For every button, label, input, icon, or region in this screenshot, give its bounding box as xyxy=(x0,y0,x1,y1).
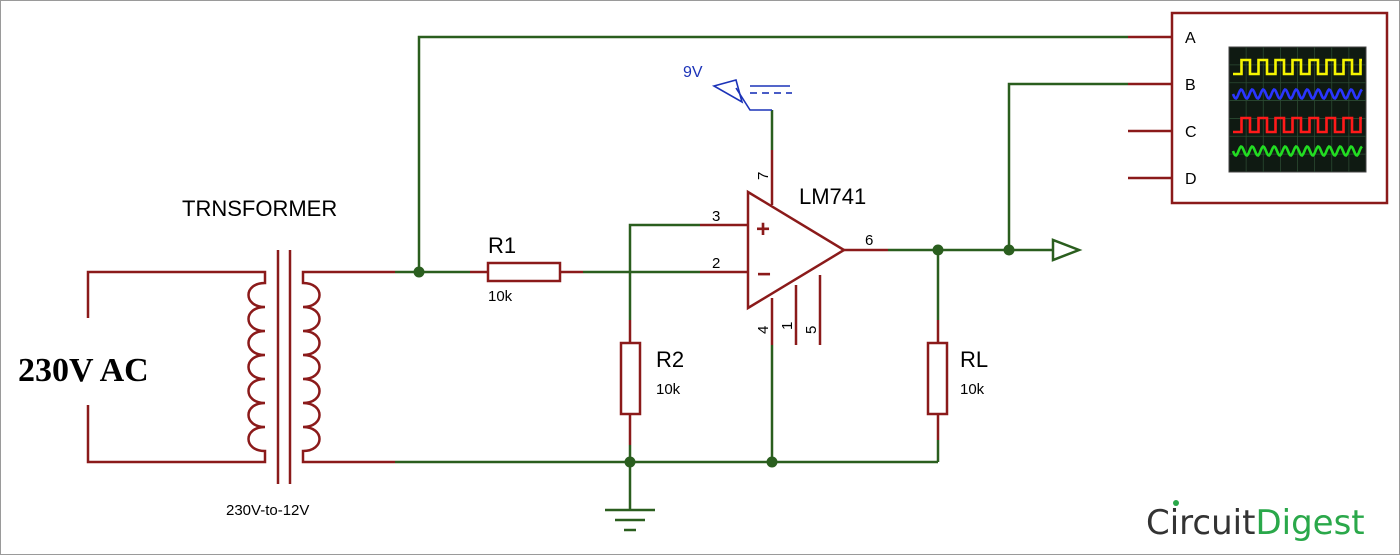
trace-b xyxy=(1231,88,1363,100)
resistor-rl: RL 10k xyxy=(926,320,988,440)
brand-logo: CircuitDigest xyxy=(1146,500,1365,543)
trace-c xyxy=(1233,116,1362,134)
brand-part2: Digest xyxy=(1255,503,1364,543)
rl-name: RL xyxy=(960,347,988,372)
pin-7-label: 7 xyxy=(755,172,772,180)
r2-name: R2 xyxy=(656,347,684,372)
transformer-title: TRNSFORMER xyxy=(182,196,337,221)
channel-c-label: C xyxy=(1185,124,1197,141)
pin-6-label: 6 xyxy=(865,232,873,249)
pin-1-label: 1 xyxy=(779,322,796,330)
supply-label: 9V xyxy=(683,64,703,81)
output-terminal xyxy=(1051,238,1083,262)
channel-a-label: A xyxy=(1185,30,1196,47)
r2-value: 10k xyxy=(656,381,681,398)
r1-value: 10k xyxy=(488,288,513,305)
pin-5-label: 5 xyxy=(803,326,820,334)
brand-part1: Circuit xyxy=(1146,503,1255,543)
oscilloscope: A B C D xyxy=(1128,11,1389,205)
supply-terminal: 9V xyxy=(683,64,792,111)
primary-wires xyxy=(86,270,232,464)
logo-dot xyxy=(1173,500,1179,506)
source-label: 230V AC xyxy=(18,352,149,389)
resistor-r2: R2 10k xyxy=(619,320,684,445)
plus-sign: + xyxy=(756,216,770,243)
minus-sign: − xyxy=(757,261,771,288)
junction-dot xyxy=(413,266,425,278)
resistor-r1: R1 10k xyxy=(470,233,583,305)
ground-symbol xyxy=(605,508,655,532)
transformer: TRNSFORMER 230V-to-12V xyxy=(182,196,395,519)
junction-dot xyxy=(624,456,636,468)
pin-3-label: 3 xyxy=(712,208,720,225)
junctions xyxy=(413,244,1015,468)
junction-dot xyxy=(766,456,778,468)
rl-value: 10k xyxy=(960,381,985,398)
opamp-lm741: + − LM741 3 2 6 7 4 1 5 xyxy=(700,150,888,345)
brand-text: CircuitDigest xyxy=(1146,503,1365,543)
pin-4-label: 4 xyxy=(755,326,772,334)
transformer-rating: 230V-to-12V xyxy=(226,502,309,519)
trace-d xyxy=(1231,145,1363,157)
junction-dot xyxy=(1003,244,1015,256)
wires xyxy=(395,35,1128,510)
channel-d-label: D xyxy=(1185,171,1197,188)
r1-name: R1 xyxy=(488,233,516,258)
opamp-name: LM741 xyxy=(799,184,866,209)
trace-a xyxy=(1233,58,1362,76)
pin-2-label: 2 xyxy=(712,255,720,272)
channel-b-label: B xyxy=(1185,77,1196,94)
screen-traces xyxy=(1231,58,1363,157)
junction-dot xyxy=(932,244,944,256)
